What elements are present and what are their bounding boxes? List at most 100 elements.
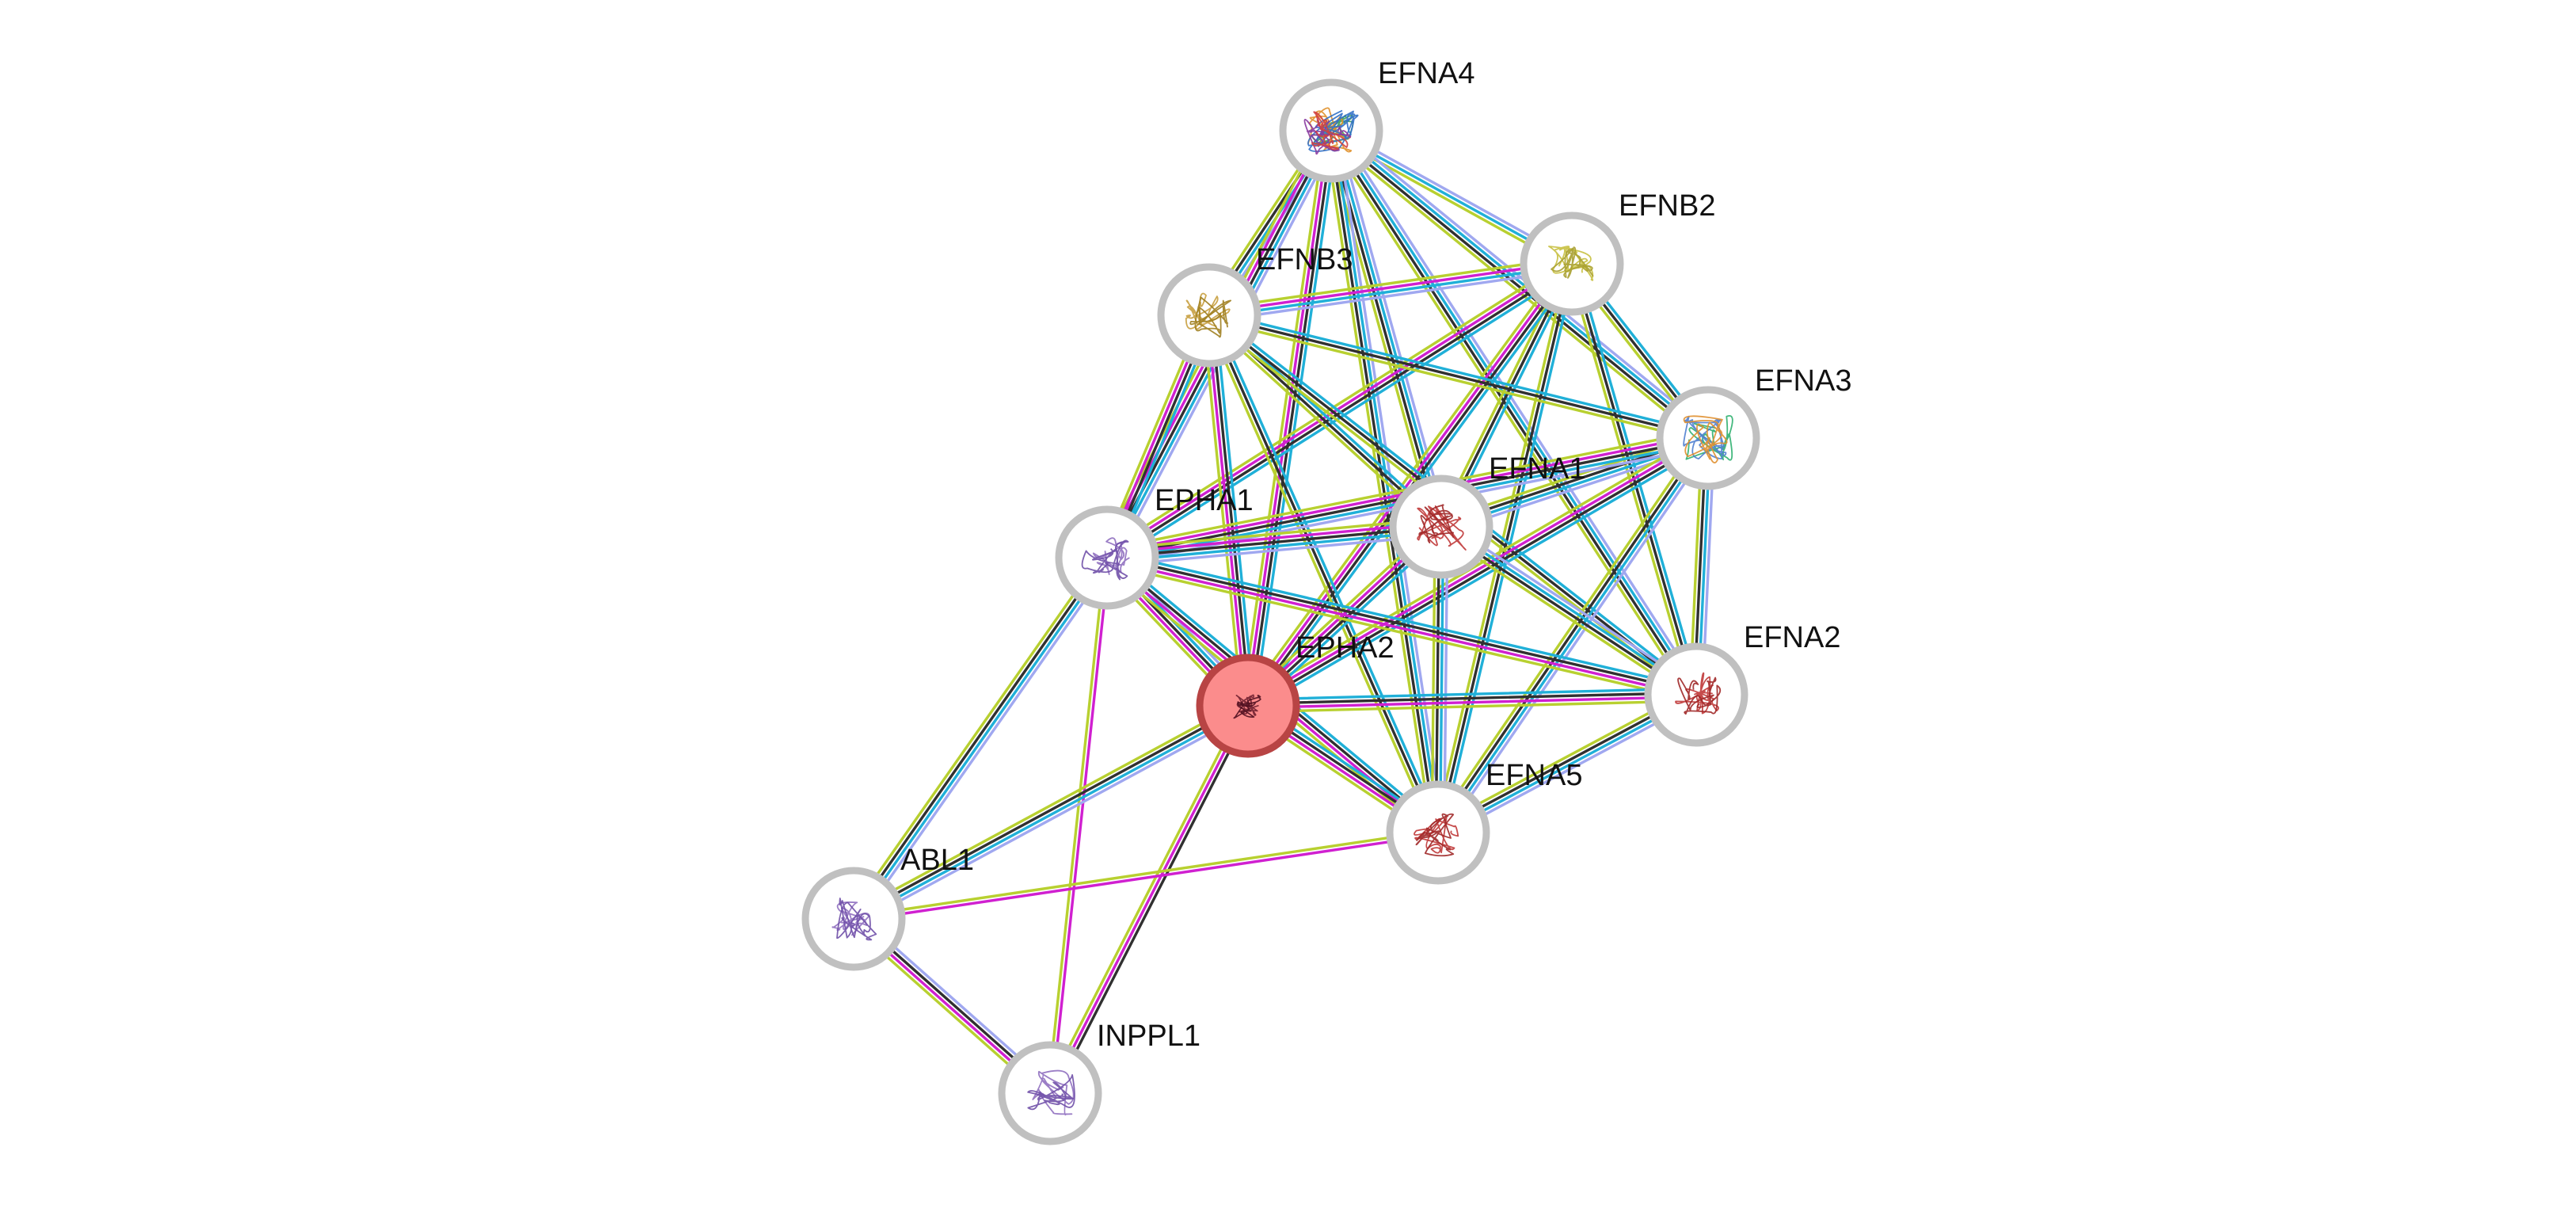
edge-efna4-epha2[interactable] bbox=[1240, 128, 1339, 708]
edge-evidence-black bbox=[1435, 435, 1708, 833]
edge-efna5-abl1[interactable] bbox=[851, 829, 1440, 923]
edge-epha1-abl1[interactable] bbox=[847, 552, 1114, 924]
protein-structure-icon bbox=[1027, 1069, 1075, 1116]
edge-evidence-yellow-green bbox=[1044, 702, 1246, 1093]
edge-efna4-efna3[interactable] bbox=[1326, 124, 1714, 444]
protein-structure-icon bbox=[1548, 246, 1594, 281]
edge-evidence-yellow-green bbox=[1207, 318, 1709, 444]
edge-evidence-black bbox=[1105, 525, 1443, 559]
edge-epha1-efna2[interactable] bbox=[1104, 550, 1699, 703]
protein-structure-icon bbox=[1675, 672, 1722, 715]
protein-structure-icon bbox=[1417, 504, 1467, 551]
node-label: EPHA1 bbox=[1155, 484, 1254, 517]
edge-evidence-magenta bbox=[1207, 260, 1573, 315]
edge-evidence-black bbox=[1246, 691, 1698, 706]
protein-structure-icon bbox=[1233, 694, 1261, 719]
edge-efnb3-efna5[interactable] bbox=[1204, 312, 1444, 836]
edge-evidence-black bbox=[1105, 554, 1699, 695]
edge-evidence-yellow-green bbox=[1326, 134, 1706, 444]
edge-evidence-cyan bbox=[1331, 128, 1699, 696]
edge-evidence-black bbox=[1209, 314, 1252, 707]
edge-evidence-magenta bbox=[1105, 558, 1698, 699]
edge-evidence-yellow-green bbox=[1105, 516, 1442, 551]
edge-evidence-black bbox=[1248, 129, 1335, 708]
edge-evidence-cyan bbox=[1438, 437, 1711, 836]
edge-evidence-black bbox=[850, 555, 1107, 920]
protein-structure-icon bbox=[831, 898, 877, 941]
edge-efna3-efna5[interactable] bbox=[1431, 433, 1715, 838]
edge-evidence-yellow-green bbox=[1323, 130, 1433, 835]
node-efnb2[interactable]: EFNB2 bbox=[1520, 189, 1715, 316]
edge-efnb3-efna3[interactable] bbox=[1207, 310, 1710, 444]
edge-epha1-inppl1[interactable] bbox=[1046, 556, 1111, 1095]
node-abl1[interactable]: ABL1 bbox=[801, 844, 974, 971]
edge-evidence-purple-lavender bbox=[1441, 440, 1715, 838]
edge-efna3-epha2[interactable] bbox=[1243, 431, 1713, 713]
edge-evidence-cyan bbox=[1105, 529, 1444, 563]
edge-evidence-cyan bbox=[854, 557, 1110, 922]
edge-evidence-black bbox=[1208, 314, 1440, 834]
node-efna2[interactable]: EFNA2 bbox=[1644, 621, 1840, 747]
node-efna4[interactable]: EFNA4 bbox=[1279, 57, 1474, 183]
edge-evidence-cyan bbox=[1208, 310, 1710, 436]
edge-evidence-purple-lavender bbox=[1334, 126, 1703, 693]
node-label: ABL1 bbox=[900, 844, 974, 877]
node-epha1[interactable]: EPHA1 bbox=[1055, 484, 1254, 610]
protein-structure-icon bbox=[1414, 813, 1459, 857]
edge-evidence-cyan bbox=[853, 706, 1250, 922]
protein-structure-icon bbox=[1185, 292, 1231, 338]
node-efna5[interactable]: EFNA5 bbox=[1386, 759, 1582, 885]
edge-efna4-efna2[interactable] bbox=[1324, 126, 1703, 699]
edge-evidence-cyan bbox=[1212, 312, 1444, 833]
edge-evidence-black bbox=[1328, 131, 1709, 441]
edge-efnb2-efnb3[interactable] bbox=[1207, 256, 1574, 323]
edge-evidence-cyan bbox=[1107, 550, 1699, 691]
edge-epha2-abl1[interactable] bbox=[849, 699, 1253, 926]
edge-evidence-yellow-green bbox=[1324, 132, 1693, 699]
edge-evidence-magenta bbox=[852, 833, 1440, 923]
node-efnb3[interactable]: EFNB3 bbox=[1157, 243, 1353, 368]
edge-evidence-yellow-green bbox=[1242, 258, 1569, 704]
edge-evidence-yellow-green bbox=[1240, 128, 1326, 707]
edge-evidence-purple-lavender bbox=[1208, 269, 1574, 323]
edge-evidence-yellow-green bbox=[1102, 257, 1570, 555]
edge-evidence-yellow-green bbox=[1243, 431, 1707, 702]
edge-evidence-black bbox=[1327, 129, 1438, 835]
edge-evidence-yellow-green bbox=[1207, 256, 1573, 311]
edge-evidence-black bbox=[1328, 130, 1696, 698]
edge-evidence-yellow-green bbox=[1431, 433, 1705, 831]
edge-evidence-purple-lavender bbox=[855, 710, 1253, 926]
edge-evidence-yellow-green bbox=[1046, 556, 1107, 1095]
edge-evidence-yellow-green bbox=[1104, 562, 1696, 703]
edge-evidence-black bbox=[1247, 438, 1711, 709]
node-efna1[interactable]: EFNA1 bbox=[1389, 452, 1585, 579]
protein-structure-icon bbox=[1683, 415, 1733, 463]
edge-evidence-magenta bbox=[1246, 695, 1698, 710]
edge-evidence-yellow-green bbox=[849, 699, 1246, 915]
node-label: EFNB3 bbox=[1256, 243, 1353, 276]
edge-efnb3-epha2[interactable] bbox=[1201, 313, 1256, 708]
edge-epha2-efna2[interactable] bbox=[1246, 687, 1698, 714]
edge-evidence-magenta bbox=[1105, 521, 1443, 555]
node-circle bbox=[1644, 642, 1748, 747]
node-efna3[interactable]: EFNA3 bbox=[1656, 364, 1851, 490]
node-label: EFNA4 bbox=[1378, 57, 1474, 90]
edge-evidence-black bbox=[851, 703, 1249, 919]
edge-evidence-cyan bbox=[1253, 130, 1339, 708]
node-label: EFNA2 bbox=[1744, 621, 1840, 654]
node-epha2[interactable]: EPHA2 bbox=[1196, 631, 1395, 758]
edge-efna1-epha1[interactable] bbox=[1105, 516, 1444, 568]
edge-evidence-magenta bbox=[1048, 704, 1250, 1095]
node-label: EFNA5 bbox=[1486, 759, 1582, 792]
node-label: EFNB2 bbox=[1619, 189, 1715, 223]
edge-evidence-magenta bbox=[1244, 128, 1331, 707]
node-label: EFNA1 bbox=[1489, 452, 1585, 486]
edge-evidence-cyan bbox=[1246, 687, 1698, 701]
edge-evidence-yellow-green bbox=[1201, 314, 1243, 708]
edge-evidence-cyan bbox=[1214, 313, 1256, 707]
edge-evidence-black bbox=[1208, 314, 1710, 440]
edge-epha2-inppl1[interactable] bbox=[1044, 702, 1254, 1097]
node-inppl1[interactable]: INPPL1 bbox=[998, 1020, 1200, 1145]
edge-evidence-cyan bbox=[1330, 128, 1711, 438]
